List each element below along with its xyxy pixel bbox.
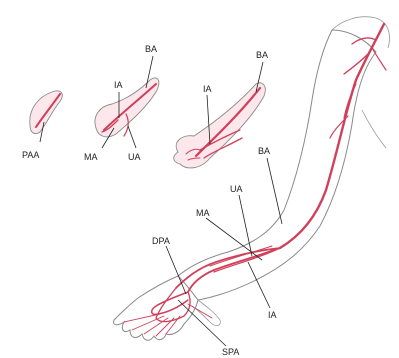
arm-outline	[142, 30, 376, 312]
stage-1-limb-bud	[30, 91, 62, 134]
label-ra-stage3: BA	[258, 146, 270, 156]
label-spa: SPA	[222, 347, 239, 357]
stage-3-limb	[174, 83, 266, 168]
label-ma-stage4: MA	[196, 208, 210, 218]
stage-4-adult-arm	[114, 17, 390, 341]
label-ia-stage2: IA	[114, 80, 123, 90]
hand-outline	[114, 276, 198, 340]
label-ua-stage2: UA	[128, 152, 141, 162]
label-ba-stage3: BA	[256, 50, 268, 60]
label-paa-stage1: PAA	[22, 150, 39, 160]
label-dpa: DPA	[152, 236, 170, 246]
label-ba-stage2: BA	[145, 44, 157, 54]
stage-2-limb-bud	[95, 78, 159, 137]
label-ma-stage2: MA	[84, 152, 98, 162]
label-ua-stage4: UA	[230, 184, 243, 194]
label-ia-stage3: IA	[203, 84, 212, 94]
label-ia-stage4: IA	[268, 310, 277, 320]
